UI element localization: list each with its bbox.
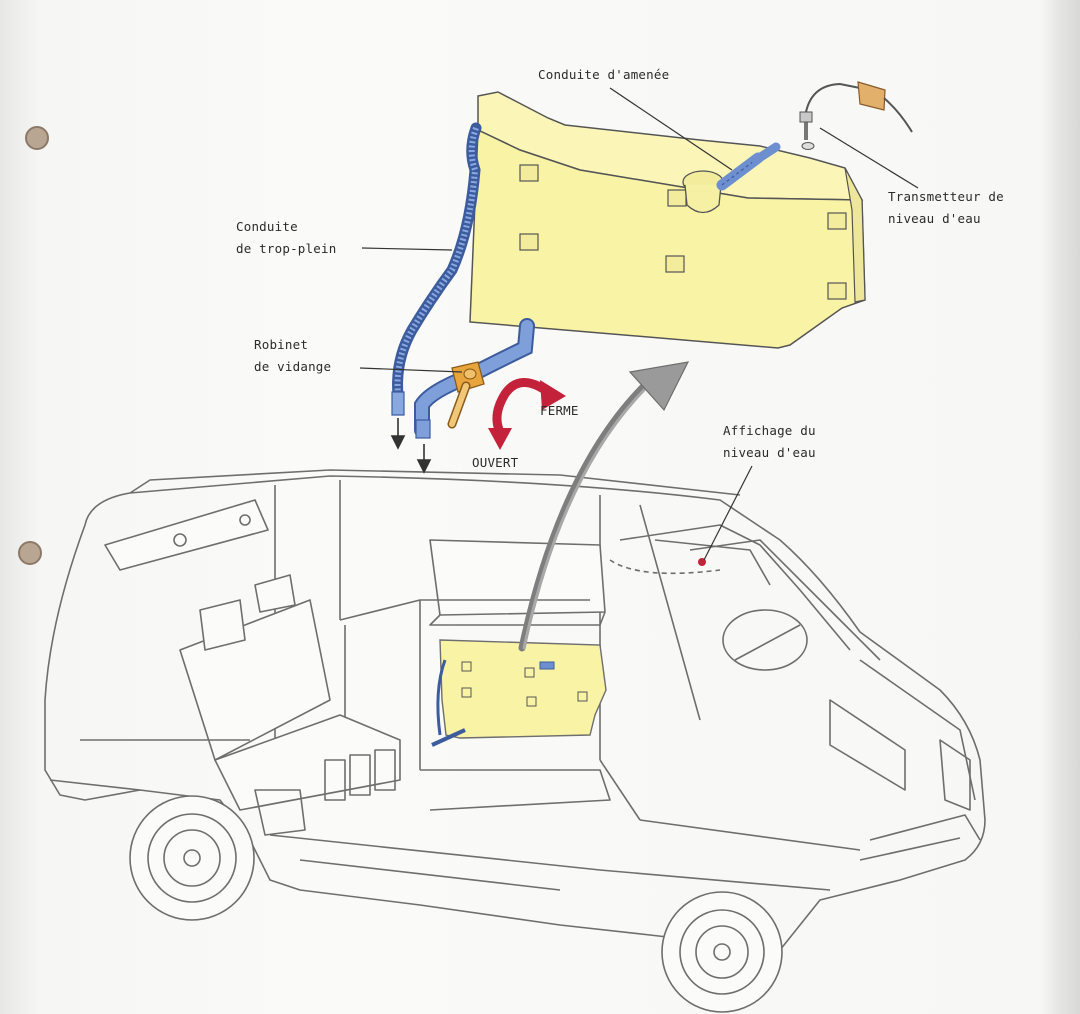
binder-hole-top xyxy=(25,126,49,150)
valve-rotation-arrow xyxy=(488,378,566,450)
overflow-hose xyxy=(391,122,482,416)
installed-tank xyxy=(431,639,607,747)
label-water-level-sender: Transmetteur de niveau d'eau xyxy=(888,186,1004,230)
label-overflow-line1: Conduite xyxy=(236,219,298,234)
label-drain-valve-line2: de vidange xyxy=(254,359,332,374)
drain-valve xyxy=(447,361,485,429)
label-sender-line2: niveau d'eau xyxy=(888,211,981,226)
label-overflow-line: Conduite de trop-plein xyxy=(236,216,336,260)
level-sender xyxy=(799,81,913,140)
water-tank xyxy=(469,91,866,349)
label-closed-text: FERME xyxy=(540,403,579,418)
label-overflow-line2: de trop-plein xyxy=(236,241,337,256)
label-closed: FERME xyxy=(540,400,579,422)
label-open: OUVERT xyxy=(472,452,518,474)
rear-wheel xyxy=(129,795,255,921)
label-sender-line1: Transmetteur de xyxy=(888,189,1004,204)
label-display-line2: niveau d'eau xyxy=(723,445,816,460)
drain-flow-arrows xyxy=(390,418,432,474)
leader-lines xyxy=(359,87,919,561)
removal-arrow xyxy=(518,361,690,652)
label-drain-valve-line1: Robinet xyxy=(254,337,309,352)
front-wheel xyxy=(661,891,783,1013)
label-open-text: OUVERT xyxy=(472,455,519,470)
label-display-line1: Affichage du xyxy=(723,423,816,438)
label-supply-line-text: Conduite d'amenée xyxy=(538,67,670,82)
binder-hole-bottom xyxy=(18,541,42,565)
label-drain-valve: Robinet de vidange xyxy=(254,334,331,378)
van-illustration xyxy=(44,469,986,951)
label-supply-line: Conduite d'amenée xyxy=(538,64,669,86)
label-water-level-display: Affichage du niveau d'eau xyxy=(723,420,816,464)
